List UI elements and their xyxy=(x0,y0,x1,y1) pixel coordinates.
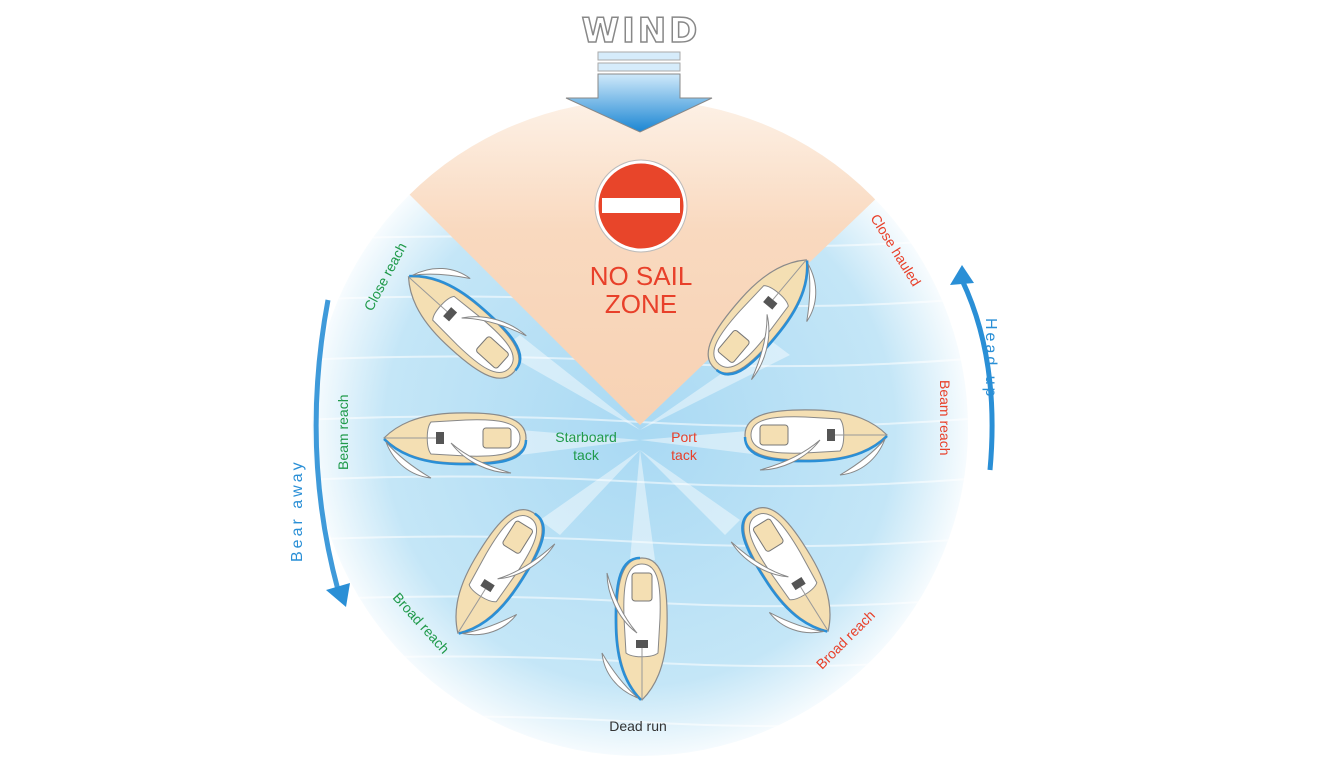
no-sail-zone-label-1: NO SAIL xyxy=(590,261,693,291)
no-entry-icon xyxy=(594,159,688,253)
wind-arrow-icon xyxy=(565,51,713,133)
wind-label: WIND xyxy=(582,11,701,51)
label-beam-reach-right: Beam reach xyxy=(937,380,953,455)
label-beam-reach-left: Beam reach xyxy=(335,395,351,470)
no-sail-zone xyxy=(330,100,960,425)
label-dead-run: Dead run xyxy=(609,718,667,734)
head-up-arrow-icon xyxy=(950,265,995,471)
head-up-label: Head up xyxy=(982,318,999,400)
bear-away-arrow-icon xyxy=(313,299,350,607)
bear-away-label: Bear away xyxy=(289,459,306,562)
label-port-tack-2: tack xyxy=(671,447,698,463)
label-port-tack-1: Port xyxy=(671,429,697,445)
label-starboard-tack-2: tack xyxy=(573,447,600,463)
label-starboard-tack-1: Starboard xyxy=(555,429,616,445)
no-sail-zone-label-2: ZONE xyxy=(605,289,677,319)
